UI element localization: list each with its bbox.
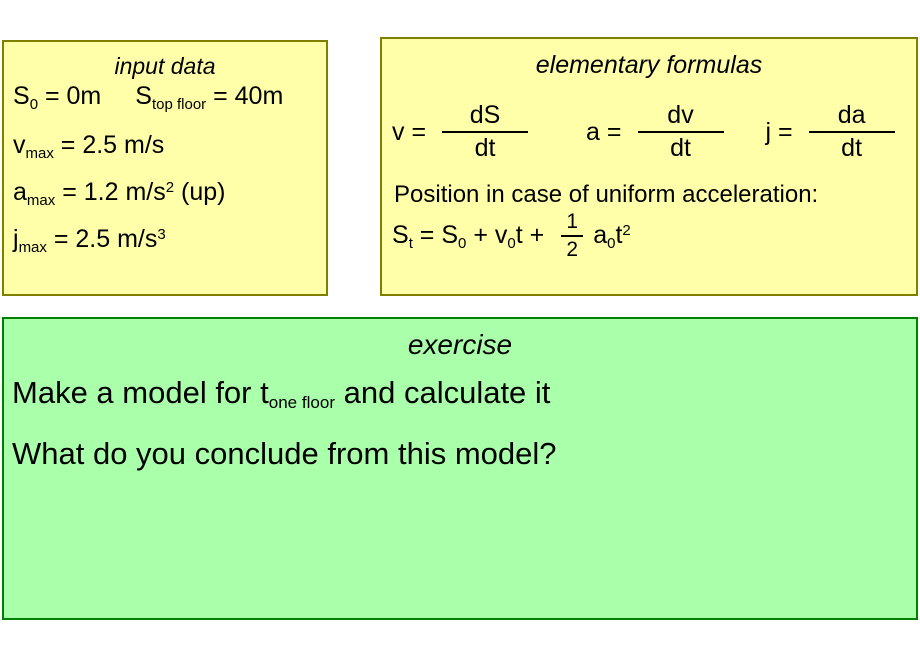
vmax-subscript: max	[25, 144, 54, 162]
acceleration-lhs: a =	[586, 117, 622, 146]
jerk-numerator: da	[837, 100, 866, 129]
data-row-vmax: vmax = 2.5 m/s	[13, 131, 326, 161]
amax-suffix: (up)	[174, 178, 226, 206]
stopfloor-symbol: S	[135, 82, 152, 110]
jmax-value: = 2.5 m/s	[46, 225, 158, 253]
velocity-lhs: v =	[392, 117, 427, 146]
elementary-formulas-title: elementary formulas	[535, 51, 763, 79]
st-symbol: S	[392, 221, 409, 250]
fraction-bar	[561, 234, 584, 237]
exercise-line-1-subscript: one floor	[268, 393, 335, 413]
jmax-symbol: j	[13, 225, 19, 253]
derivative-formulas-row: v = dS dt a = dv dt j = da dt	[382, 84, 916, 180]
position-label: Position in case of uniform acceleration…	[394, 181, 819, 208]
exercise-title: exercise	[407, 329, 513, 360]
jerk-denominator: dt	[841, 134, 863, 162]
t-exponent: 2	[622, 222, 631, 240]
exercise-lines: Make a model for tone floor and calculat…	[4, 375, 916, 471]
a0-subscript: 0	[607, 234, 616, 252]
exercise-line-2: What do you conclude from this model?	[12, 435, 916, 471]
stopfloor-subscript: top floor	[151, 95, 207, 113]
jmax-subscript: max	[18, 238, 47, 256]
t-plus: t +	[515, 221, 545, 250]
exercise-line-1-before: Make a model for t	[12, 375, 269, 410]
formula-acceleration: a = dv dt	[586, 100, 724, 164]
a-symbol: a	[593, 221, 608, 250]
data-row-amax: amax = 1.2 m/s2 (up)	[13, 178, 326, 208]
s0-subscript: 0	[458, 234, 467, 252]
stopfloor-value: = 40m	[206, 82, 284, 110]
s0-value: = 0m	[38, 82, 102, 110]
position-equation: St = S0 + v0t + 1 2 a0t2	[382, 210, 916, 261]
velocity-denominator: dt	[474, 134, 496, 162]
position-equation-lead: St = S0 + v0t +	[392, 221, 545, 252]
fraction-bar	[808, 131, 895, 133]
v0-subscript: 0	[507, 234, 516, 252]
formula-velocity: v = dS dt	[392, 100, 529, 164]
velocity-numerator: dS	[469, 100, 501, 129]
jerk-lhs: j =	[765, 117, 793, 146]
position-equation-tail: a0t2	[593, 221, 631, 252]
t-symbol: t	[615, 221, 623, 250]
velocity-fraction: dS dt	[442, 100, 529, 164]
data-row-jmax: jmax = 2.5 m/s3	[13, 225, 326, 255]
exercise-panel: exercise Make a model for tone floor and…	[2, 317, 918, 620]
jmax-exponent: 3	[157, 225, 166, 243]
amax-subscript: max	[26, 191, 56, 209]
amax-symbol: a	[13, 178, 27, 206]
acceleration-denominator: dt	[670, 134, 691, 162]
amax-exponent: 2	[165, 178, 175, 196]
amax-value: = 1.2 m/s	[55, 178, 166, 206]
plus-v: + v	[466, 221, 508, 250]
one-half-fraction: 1 2	[560, 210, 584, 261]
one-half-numerator: 1	[566, 210, 579, 234]
formula-jerk: j = da dt	[766, 101, 895, 164]
vmax-symbol: v	[13, 131, 26, 159]
exercise-line-2-before: What do you conclude from this model?	[12, 435, 557, 471]
st-subscript: t	[408, 234, 413, 252]
exercise-line-1-after: and calculate it	[335, 375, 551, 410]
acceleration-fraction: dv dt	[637, 100, 724, 164]
s0-symbol: S	[13, 82, 30, 110]
fraction-bar	[637, 131, 724, 133]
s0-subscript: 0	[29, 95, 39, 113]
vmax-value: = 2.5 m/s	[53, 131, 165, 159]
exercise-line-1: Make a model for tone floor and calculat…	[12, 375, 916, 413]
one-half-denominator: 2	[566, 237, 579, 261]
elementary-formulas-panel: elementary formulas v = dS dt a = dv dt …	[380, 37, 918, 296]
acceleration-numerator: dv	[667, 100, 694, 129]
fraction-bar	[442, 131, 529, 133]
eq-s0: = S	[412, 221, 459, 250]
jerk-fraction: da dt	[808, 100, 895, 164]
input-data-title: input data	[114, 53, 216, 79]
